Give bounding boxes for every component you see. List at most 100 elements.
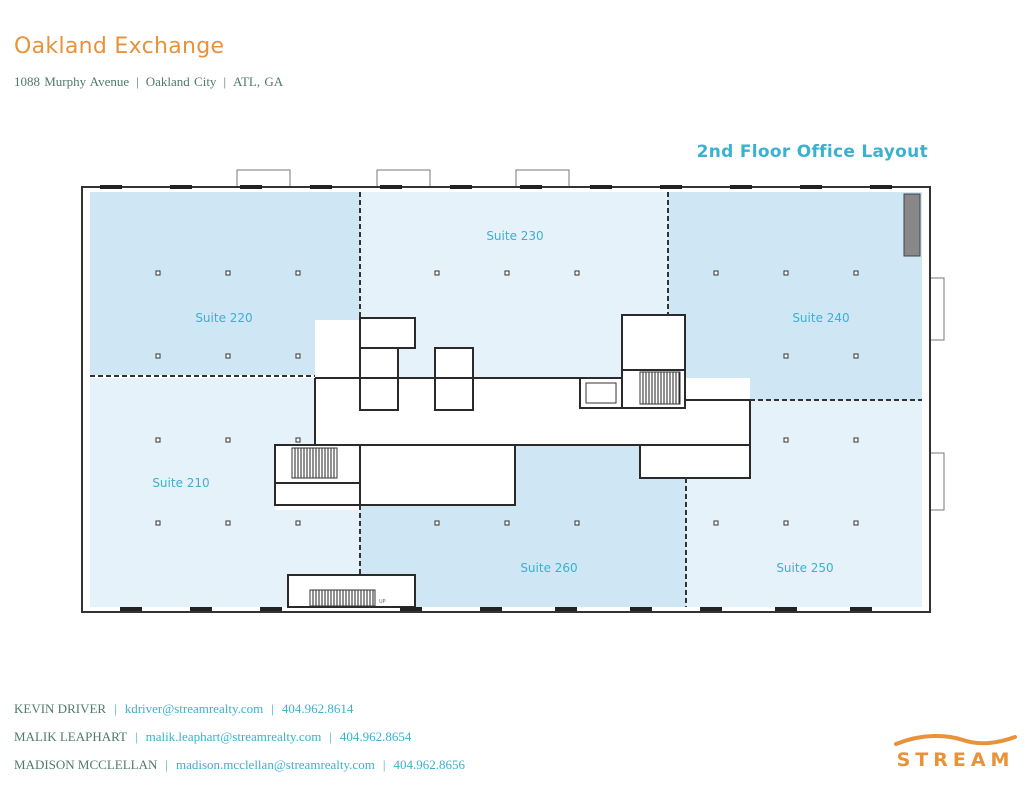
window — [480, 607, 502, 611]
contact-name: MADISON MCCLELLAN — [14, 757, 158, 772]
separator: | — [165, 757, 168, 772]
suite-240-area — [668, 192, 922, 400]
stairs — [291, 371, 681, 607]
column — [574, 520, 580, 526]
window — [170, 185, 192, 189]
column — [574, 270, 580, 276]
columns — [155, 270, 859, 526]
contact-email[interactable]: malik.leaphart@streamrealty.com — [145, 729, 322, 744]
property-title: Oakland Exchange — [14, 34, 225, 59]
window — [400, 607, 422, 611]
suite-dividers — [90, 192, 922, 607]
window — [310, 185, 332, 189]
window — [190, 607, 212, 611]
stair-up-label: UP — [379, 599, 386, 605]
window — [240, 185, 262, 189]
column — [783, 520, 789, 526]
window — [100, 185, 122, 189]
property-address: 1088 Murphy Avenue | Oakland City | ATL, GA — [14, 74, 283, 90]
column — [155, 437, 161, 443]
window — [850, 607, 872, 611]
suite-210-area — [90, 378, 360, 607]
column — [225, 270, 231, 276]
elevator-shaft — [903, 193, 921, 257]
column — [295, 353, 301, 359]
suite-260-label: Suite 260 — [520, 561, 577, 575]
column — [225, 353, 231, 359]
separator: | — [134, 729, 138, 744]
column — [783, 353, 789, 359]
column — [713, 520, 719, 526]
suite-250-area — [686, 400, 922, 607]
window — [630, 607, 652, 611]
separator: | — [329, 729, 332, 744]
column — [434, 520, 440, 526]
suite-260-area — [360, 445, 686, 607]
separator: | — [271, 701, 274, 716]
contact-phone[interactable]: 404.962.8654 — [339, 729, 412, 744]
window — [380, 185, 402, 189]
contact-list: KEVIN DRIVER | kdriver@streamrealty.com | 40… — [14, 701, 465, 785]
column — [713, 270, 719, 276]
contact-name: MALIK LEAPHART — [14, 729, 127, 744]
contact-phone[interactable]: 404.962.8614 — [281, 701, 354, 716]
separator: | — [223, 74, 227, 89]
window — [260, 607, 282, 611]
column — [295, 270, 301, 276]
suite-230-label: Suite 230 — [486, 229, 543, 243]
column — [783, 270, 789, 276]
column — [225, 437, 231, 443]
suite-220-label: Suite 220 — [195, 311, 252, 325]
suite-220-area — [90, 192, 360, 375]
address-neighborhood: Oakland City — [145, 74, 217, 89]
column — [155, 353, 161, 359]
windows — [100, 185, 892, 611]
separator: | — [136, 74, 139, 89]
column — [155, 520, 161, 526]
stream-logo: STREAM — [893, 733, 1018, 773]
separator: | — [114, 701, 117, 716]
logo-text: STREAM — [896, 749, 1015, 771]
column — [295, 520, 301, 526]
column — [504, 270, 510, 276]
contact-name: KEVIN DRIVER — [14, 701, 107, 716]
contact-row: MALIK LEAPHART | malik.leaphart@streamreal… — [14, 729, 465, 757]
window — [555, 607, 577, 611]
column — [504, 520, 510, 526]
contact-row: MADISON MCCLELLAN | madison.mcclellan@stre… — [14, 757, 465, 785]
window — [700, 607, 722, 611]
suite-210-label: Suite 210 — [152, 476, 209, 490]
window — [120, 607, 142, 611]
window — [660, 185, 682, 189]
column — [783, 437, 789, 443]
column — [853, 520, 859, 526]
column — [853, 437, 859, 443]
suite-240-label: Suite 240 — [792, 311, 849, 325]
separator: | — [382, 757, 386, 772]
contact-email[interactable]: kdriver@streamrealty.com — [124, 701, 264, 716]
window — [800, 185, 822, 189]
suite-250-label: Suite 250 — [776, 561, 833, 575]
contact-row: KEVIN DRIVER | kdriver@streamrealty.com | 40… — [14, 701, 465, 729]
window — [775, 607, 797, 611]
window — [520, 185, 542, 189]
window — [450, 185, 472, 189]
column — [155, 270, 161, 276]
column — [295, 437, 301, 443]
contact-phone[interactable]: 404.962.8656 — [393, 757, 465, 772]
address-street: 1088 Murphy Avenue — [14, 74, 130, 89]
column — [434, 270, 440, 276]
window — [730, 185, 752, 189]
address-city: ATL, GA — [233, 74, 284, 89]
floor-layout-title: 2nd Floor Office Layout — [696, 142, 928, 162]
balconies — [236, 169, 945, 511]
contact-email[interactable]: madison.mcclellan@streamrealty.com — [175, 757, 375, 772]
column — [853, 353, 859, 359]
column — [225, 520, 231, 526]
window — [870, 185, 892, 189]
column — [853, 270, 859, 276]
window — [590, 185, 612, 189]
suite-230-area — [360, 192, 668, 378]
wave-icon — [894, 733, 1017, 746]
